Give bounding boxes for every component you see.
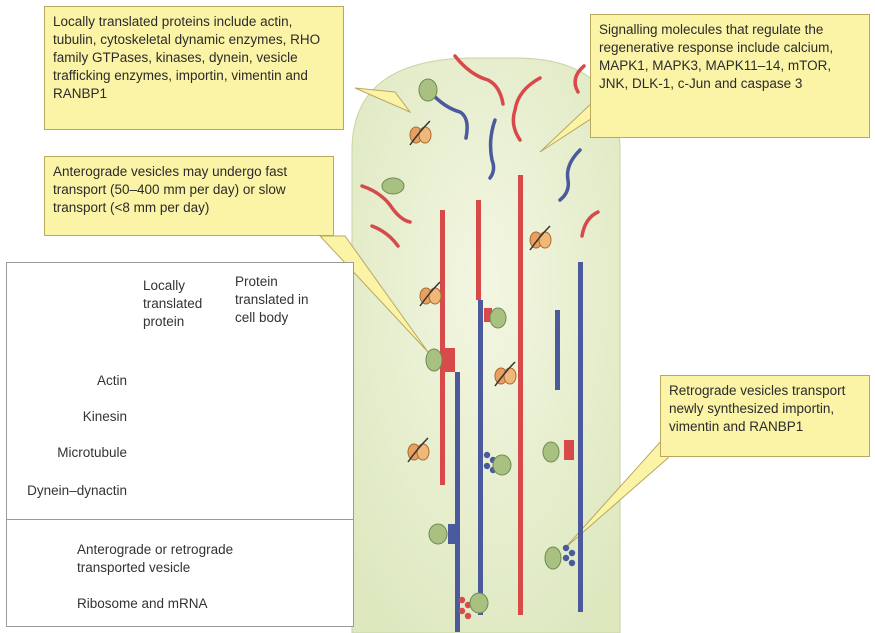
kinesin-motor-local: [445, 348, 455, 372]
microtubule-local: [518, 175, 523, 615]
microtubule-cellbody: [455, 372, 460, 632]
legend-col-cellbody: Protein translated in cell body: [235, 273, 309, 327]
kinesin-motor-local: [564, 440, 574, 460]
microtubule-local: [440, 210, 445, 485]
vesicle: [426, 349, 442, 371]
callout-retrograde: Retrograde vesicles transport newly synt…: [660, 375, 870, 457]
legend-row-dynein: Dynein–dynactin: [7, 483, 127, 498]
vesicle: [545, 547, 561, 569]
vesicle: [543, 442, 559, 462]
legend-row-kinesin: Kinesin: [7, 409, 127, 424]
legend-vesicle-label: Anterograde or retrograde transported ve…: [77, 541, 233, 577]
legend-col-local: Locally translated protein: [143, 277, 202, 331]
microtubule-cellbody: [555, 310, 560, 390]
callout-anterograde: Anterograde vesicles may undergo fast tr…: [44, 156, 334, 236]
legend-divider: [7, 519, 353, 520]
vesicle: [382, 178, 404, 194]
legend-ribosome-label: Ribosome and mRNA: [77, 595, 208, 613]
vesicle: [419, 79, 437, 101]
legend-row-microtubule: Microtubule: [7, 445, 127, 460]
vesicle: [429, 524, 447, 544]
microtubule-local: [476, 200, 481, 300]
vesicle: [490, 308, 506, 328]
vesicle: [470, 593, 488, 613]
callout-signalling: Signalling molecules that regulate the r…: [590, 14, 870, 138]
legend-box: Locally translated protein Protein trans…: [6, 262, 354, 627]
microtubule-cellbody: [578, 262, 583, 612]
vesicle: [493, 455, 511, 475]
callout-local-translation: Locally translated proteins include acti…: [44, 6, 344, 130]
microtubule-cellbody: [478, 300, 483, 615]
legend-row-actin: Actin: [7, 373, 127, 388]
kinesin-motor-cellbody: [448, 524, 456, 544]
